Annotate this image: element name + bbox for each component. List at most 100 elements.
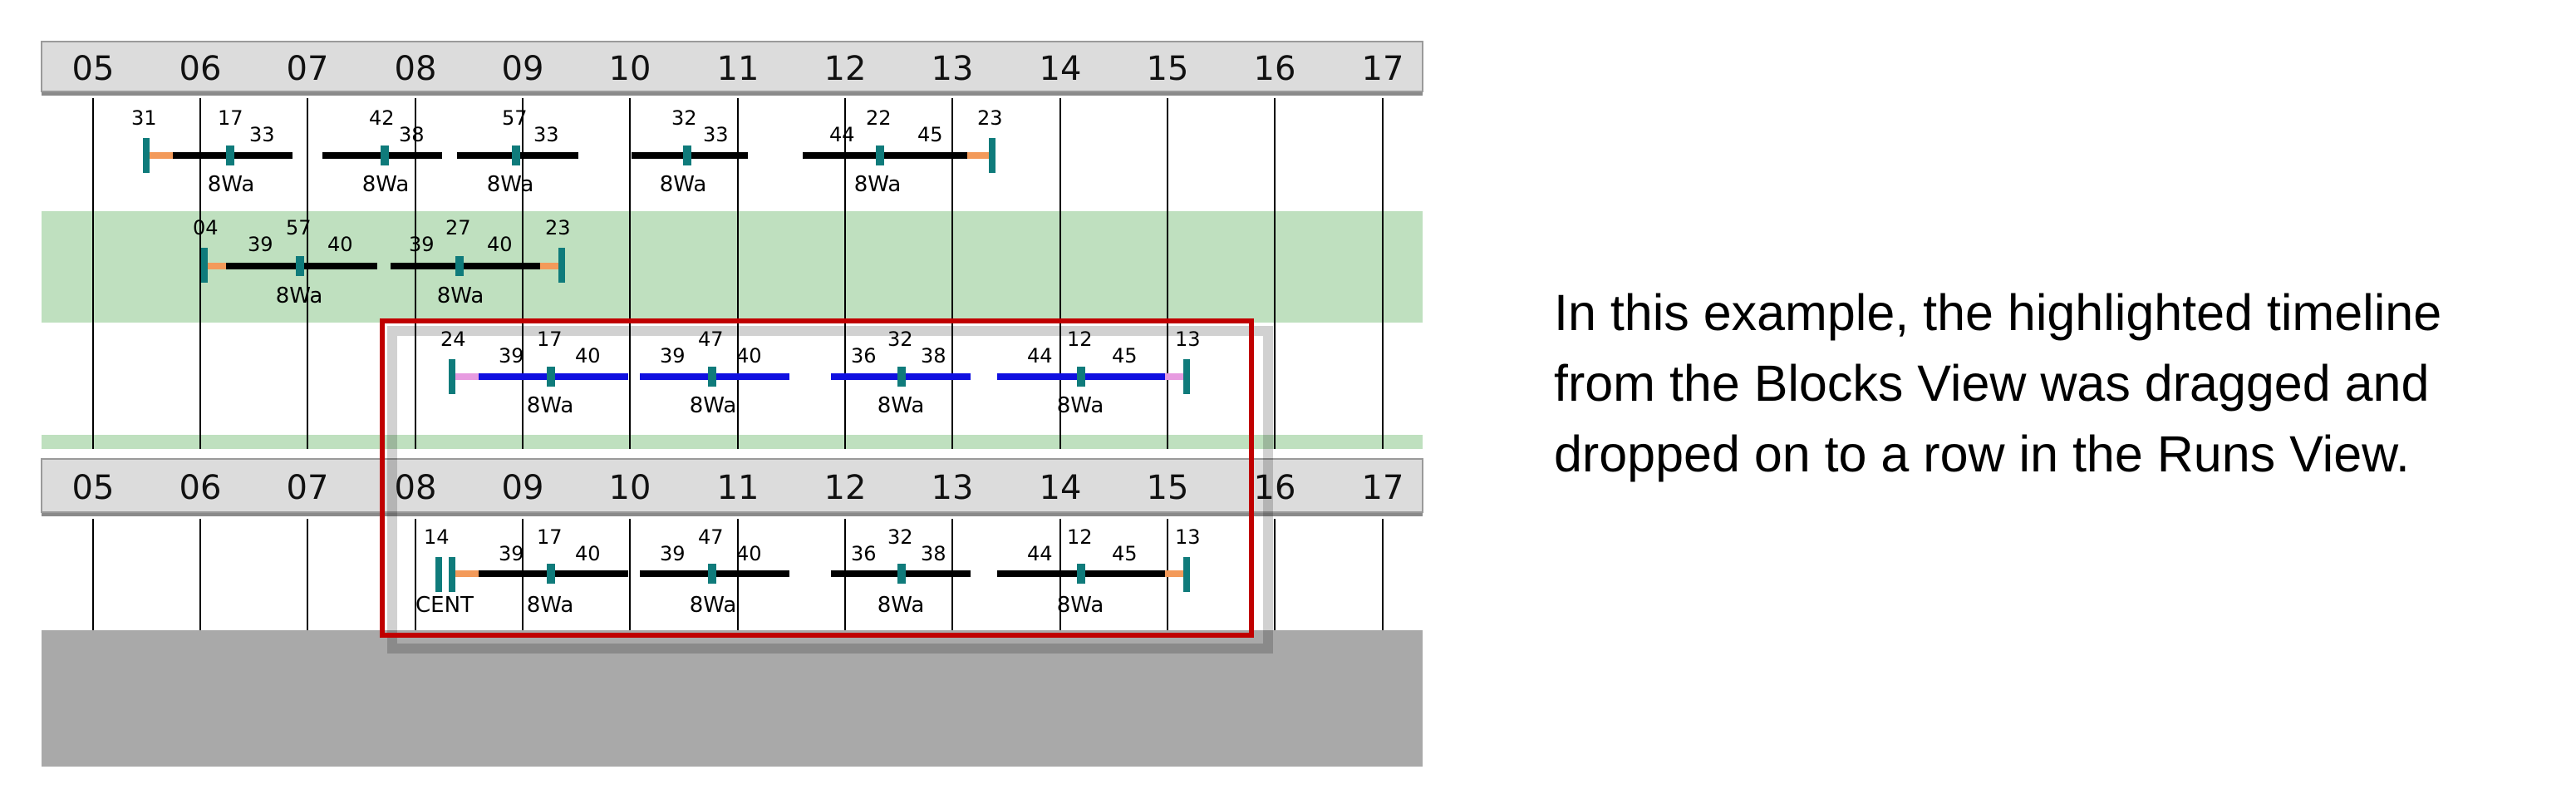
time-number: 38 bbox=[399, 123, 425, 146]
trip-segment[interactable]: 24 39 17 40 8Wa bbox=[440, 328, 628, 418]
trip-segment[interactable]: 44 22 45 23 8Wa bbox=[803, 106, 1003, 197]
time-number: 22 bbox=[866, 106, 892, 130]
block-end-marker[interactable] bbox=[1183, 359, 1190, 394]
runs-hour-label: 13 bbox=[932, 469, 974, 507]
route-label: 8Wa bbox=[527, 393, 574, 418]
blocks-row-3-highlighted[interactable]: 24 39 17 40 8Wa 39 47 40 8Wa 36 32 38 8W bbox=[440, 328, 1201, 418]
block-end-marker[interactable] bbox=[989, 138, 995, 173]
timepoint-marker bbox=[1077, 367, 1085, 387]
runs-hour-label: 16 bbox=[1254, 469, 1296, 507]
timepoint-marker bbox=[683, 146, 691, 165]
route-label: 8Wa bbox=[660, 172, 707, 197]
trip-segment[interactable]: 39 27 40 23 8Wa bbox=[391, 216, 571, 308]
time-number: 17 bbox=[537, 525, 563, 549]
blocks-row-2[interactable]: 04 39 57 40 8Wa 39 27 40 23 8Wa bbox=[193, 216, 571, 308]
blocks-hour-label: 08 bbox=[395, 50, 437, 88]
time-number: 39 bbox=[409, 233, 435, 256]
block-start-marker[interactable] bbox=[449, 359, 455, 394]
blocks-hour-label: 14 bbox=[1040, 50, 1082, 88]
time-number: 44 bbox=[829, 123, 855, 146]
time-number: 36 bbox=[851, 344, 877, 367]
runs-hour-label: 17 bbox=[1362, 469, 1404, 507]
trip-segment[interactable]: 36 32 38 8Wa bbox=[831, 525, 971, 618]
timepoint-marker bbox=[547, 367, 555, 387]
time-number: 40 bbox=[736, 344, 762, 367]
blocks-hour-label: 07 bbox=[287, 50, 329, 88]
block-start-marker[interactable] bbox=[449, 557, 455, 592]
blocks-hour-label: 15 bbox=[1147, 50, 1189, 88]
runs-hour-label: 05 bbox=[72, 469, 115, 507]
time-number: 13 bbox=[1175, 525, 1201, 549]
time-number: 44 bbox=[1027, 542, 1053, 565]
run-start-marker[interactable] bbox=[435, 557, 442, 592]
trip-segment[interactable]: 57 33 8Wa bbox=[457, 106, 578, 197]
blocks-hour-label: 16 bbox=[1254, 50, 1296, 88]
runs-hour-label: 08 bbox=[395, 469, 437, 507]
time-number: 40 bbox=[487, 233, 513, 256]
timepoint-marker bbox=[897, 367, 906, 387]
trip-segment[interactable]: 36 32 38 8Wa bbox=[831, 328, 971, 418]
route-label: 8Wa bbox=[878, 393, 925, 418]
blocks-view: 05 06 07 08 09 10 11 12 13 14 15 16 17 bbox=[41, 41, 1423, 449]
time-number: 57 bbox=[286, 216, 312, 239]
blocks-hour-label: 12 bbox=[824, 50, 867, 88]
timepoint-marker bbox=[547, 564, 555, 584]
trip-segment[interactable]: 42 38 8Wa bbox=[322, 106, 442, 197]
trip-segment[interactable]: 32 33 8Wa bbox=[632, 106, 748, 197]
time-number: 12 bbox=[1067, 328, 1093, 351]
time-number: 13 bbox=[1175, 328, 1201, 351]
time-number: 27 bbox=[445, 216, 471, 239]
time-number: 04 bbox=[193, 216, 219, 239]
time-number: 40 bbox=[327, 233, 353, 256]
trip-segment[interactable]: 44 12 45 13 8Wa bbox=[997, 328, 1201, 418]
time-number: 33 bbox=[249, 123, 275, 146]
route-label: 8Wa bbox=[854, 172, 902, 197]
blocks-hour-label: 13 bbox=[932, 50, 974, 88]
time-number: 23 bbox=[545, 216, 571, 239]
block-end-marker[interactable] bbox=[1183, 557, 1190, 592]
timepoint-marker bbox=[1077, 564, 1085, 584]
time-number: 45 bbox=[1112, 542, 1138, 565]
blocks-row-1[interactable]: 31 17 33 8Wa 42 38 8Wa 57 33 8Wa bbox=[131, 106, 1003, 197]
time-number: 45 bbox=[1112, 344, 1138, 367]
time-number: 40 bbox=[575, 542, 601, 565]
route-label: 8Wa bbox=[878, 593, 925, 618]
blocks-hour-label: 05 bbox=[72, 50, 115, 88]
highlight-box bbox=[380, 318, 1273, 654]
time-number: 32 bbox=[887, 328, 913, 351]
timepoint-marker bbox=[226, 146, 234, 165]
runs-empty-area[interactable] bbox=[42, 630, 1423, 767]
trip-segment[interactable]: 44 12 45 13 8Wa bbox=[997, 525, 1201, 618]
timepoint-marker bbox=[381, 146, 389, 165]
time-number: 39 bbox=[660, 344, 686, 367]
timepoint-marker bbox=[708, 367, 716, 387]
trip-segment[interactable]: 04 39 57 40 8Wa bbox=[193, 216, 377, 308]
runs-hour-label: 07 bbox=[287, 469, 329, 507]
block-start-marker[interactable] bbox=[143, 138, 150, 173]
trip-segment[interactable]: 39 47 40 8Wa bbox=[640, 525, 789, 618]
time-number: 38 bbox=[921, 344, 946, 367]
block-end-marker[interactable] bbox=[558, 248, 565, 283]
time-number: 31 bbox=[131, 106, 157, 130]
time-number: 38 bbox=[921, 542, 946, 565]
trip-segment[interactable]: 31 17 33 8Wa bbox=[131, 106, 293, 197]
blocks-row-4-shade-partial bbox=[42, 435, 1423, 449]
trip-segment[interactable]: 39 47 40 8Wa bbox=[640, 328, 789, 418]
time-number: 36 bbox=[851, 542, 877, 565]
trip-segment[interactable]: 14 39 17 40 CENT 8Wa bbox=[415, 525, 628, 618]
block-start-marker[interactable] bbox=[201, 248, 208, 283]
time-number: 44 bbox=[1027, 344, 1053, 367]
time-number: 39 bbox=[248, 233, 273, 256]
runs-view: 05 06 07 08 09 10 11 12 13 14 15 16 17 bbox=[41, 458, 1423, 767]
time-number: 47 bbox=[698, 328, 724, 351]
route-label: 8Wa bbox=[1057, 393, 1104, 418]
blocks-hour-label: 17 bbox=[1362, 50, 1404, 88]
time-number: 45 bbox=[917, 123, 943, 146]
time-number: 39 bbox=[499, 344, 524, 367]
timepoint-marker bbox=[708, 564, 716, 584]
runs-row-1[interactable]: 14 39 17 40 CENT 8Wa 39 47 40 8Wa 36 32 bbox=[415, 525, 1201, 618]
timepoint-marker bbox=[876, 146, 884, 165]
blocks-hour-label: 11 bbox=[717, 50, 760, 88]
time-number: 33 bbox=[703, 123, 729, 146]
time-number: 40 bbox=[736, 542, 762, 565]
